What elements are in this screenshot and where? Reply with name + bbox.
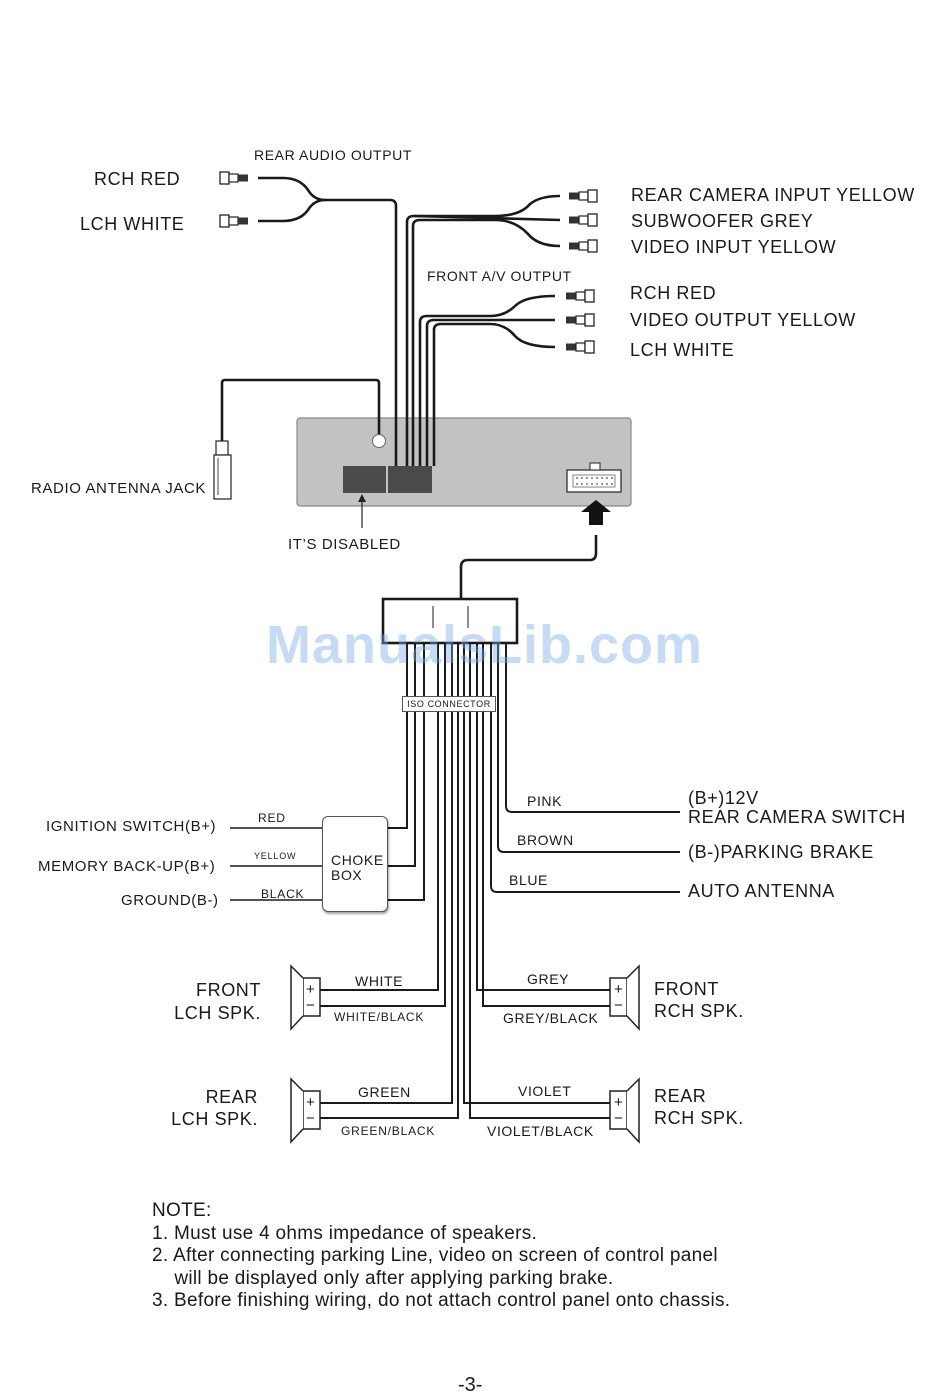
choke-box-label-2: BOX <box>331 867 363 883</box>
wire-green-black-label: GREEN/BLACK <box>341 1124 436 1138</box>
front-lch-label-1: FRONT <box>196 980 261 1000</box>
upper-av-harness <box>405 194 561 466</box>
front-lch-label-2: LCH SPK. <box>174 1003 261 1023</box>
its-disabled-label: IT’S DISABLED <box>288 536 401 553</box>
rear-rch-label-2: RCH SPK. <box>654 1108 744 1128</box>
rear-camera-switch-label: REAR CAMERA SWITCH <box>688 807 906 827</box>
lch-white-right-label: LCH WHITE <box>630 340 735 360</box>
rl-plus-mark: + <box>306 1094 316 1111</box>
lch-white-left-label: LCH WHITE <box>80 214 185 234</box>
wire-violet-black-label: VIOLET/BLACK <box>487 1123 594 1139</box>
choke-input-wires <box>230 827 322 901</box>
radio-antenna-jack-label: RADIO ANTENNA JACK <box>31 480 207 497</box>
rr-plus-mark: + <box>614 1094 624 1111</box>
memory-backup-label: MEMORY BACK-UP(B+) <box>38 858 216 875</box>
rear-lch-label-2: LCH SPK. <box>171 1109 258 1129</box>
note-line-3: will be displayed only after applying pa… <box>152 1267 614 1289</box>
iso-socket <box>566 462 622 493</box>
rch-red-plug-left <box>219 171 249 185</box>
wire-blue-label: BLUE <box>509 872 548 888</box>
ignition-switch-label: IGNITION SWITCH(B+) <box>46 818 217 835</box>
wire-violet-label: VIOLET <box>518 1083 572 1099</box>
wire-grey-black-label: GREY/BLACK <box>503 1010 599 1026</box>
front-rch-label-2: RCH SPK. <box>654 1001 744 1021</box>
wire-green-label: GREEN <box>358 1084 411 1100</box>
wire-black-label: BLACK <box>261 887 305 901</box>
fl-minus-mark: − <box>306 997 316 1014</box>
wire-white-black-label: WHITE/BLACK <box>334 1010 425 1024</box>
rear-left-speaker <box>290 1077 321 1144</box>
insert-arrow <box>581 500 611 525</box>
page-number: -3- <box>458 1374 483 1396</box>
video-input-label: VIDEO INPUT YELLOW <box>631 237 837 257</box>
antenna-cable <box>220 378 381 442</box>
parking-brake-label: (B-)PARKING BRAKE <box>688 842 874 862</box>
front-right-speaker <box>609 964 640 1031</box>
fr-minus-mark: − <box>614 997 624 1014</box>
iso-link-cable <box>459 535 598 598</box>
video-input-plug <box>568 239 598 253</box>
front-rch-label-1: FRONT <box>654 979 719 999</box>
rear-camera-plug <box>568 189 598 203</box>
iso-wire-bundle <box>320 643 680 1119</box>
note-line-1: 1. Must use 4 ohms impedance of speakers… <box>152 1222 538 1244</box>
lch-white-plug-right <box>565 340 595 354</box>
note-title: NOTE: <box>152 1200 212 1221</box>
wire-grey-label: GREY <box>527 971 570 987</box>
note-line-2: 2. After connecting parking Line, video … <box>152 1245 718 1266</box>
fl-plus-mark: + <box>306 981 316 998</box>
subwoofer-plug <box>568 213 598 227</box>
video-output-plug <box>565 313 595 327</box>
auto-antenna-label: AUTO ANTENNA <box>688 881 835 901</box>
lch-white-plug-left <box>219 214 249 228</box>
note-line-4: 3. Before finishing wiring, do not attac… <box>152 1290 731 1311</box>
antenna-socket <box>372 434 386 448</box>
rear-audio-output-label: REAR AUDIO OUTPUT <box>254 147 412 163</box>
fr-plus-mark: + <box>614 981 624 998</box>
front-left-speaker <box>290 964 321 1031</box>
rear-rch-label-1: REAR <box>654 1086 707 1106</box>
wire-red-label: RED <box>258 811 286 825</box>
notes-block: NOTE: 1. Must use 4 ohms impedance of sp… <box>152 1200 730 1313</box>
watermark: ManualsLib.com <box>266 615 704 675</box>
av-port <box>388 466 432 493</box>
rl-minus-mark: − <box>306 1110 316 1127</box>
rear-audio-harness <box>258 176 398 466</box>
wire-pink-label: PINK <box>527 793 563 809</box>
choke-box-label-1: CHOKE <box>331 852 384 868</box>
antenna-plug <box>213 440 232 500</box>
subwoofer-label: SUBWOOFER GREY <box>631 211 814 231</box>
rear-camera-input-label: REAR CAMERA INPUT YELLOW <box>631 185 915 205</box>
disabled-port <box>343 466 386 493</box>
ground-label: GROUND(B-) <box>121 892 219 909</box>
wire-white-label: WHITE <box>355 973 404 989</box>
rr-minus-mark: − <box>614 1110 624 1127</box>
rear-lch-label-1: REAR <box>205 1087 258 1107</box>
wire-brown-label: BROWN <box>517 832 574 848</box>
rear-right-speaker <box>609 1077 640 1144</box>
rch-red-right-label: RCH RED <box>630 283 717 303</box>
rch-red-left-label: RCH RED <box>94 169 181 189</box>
front-av-output-label: FRONT A/V OUTPUT <box>427 268 572 284</box>
rch-red-plug-right <box>565 289 595 303</box>
choke-box: CHOKE BOX <box>322 816 388 912</box>
iso-connector-tag: ISO CONNECTOR <box>402 696 496 712</box>
video-output-label: VIDEO OUTPUT YELLOW <box>630 310 856 330</box>
wire-yellow-label: YELLOW <box>254 851 297 861</box>
b-plus-12v-label: (B+)12V <box>688 788 759 808</box>
iso-plug-body <box>381 597 519 645</box>
front-av-harness <box>418 294 556 466</box>
